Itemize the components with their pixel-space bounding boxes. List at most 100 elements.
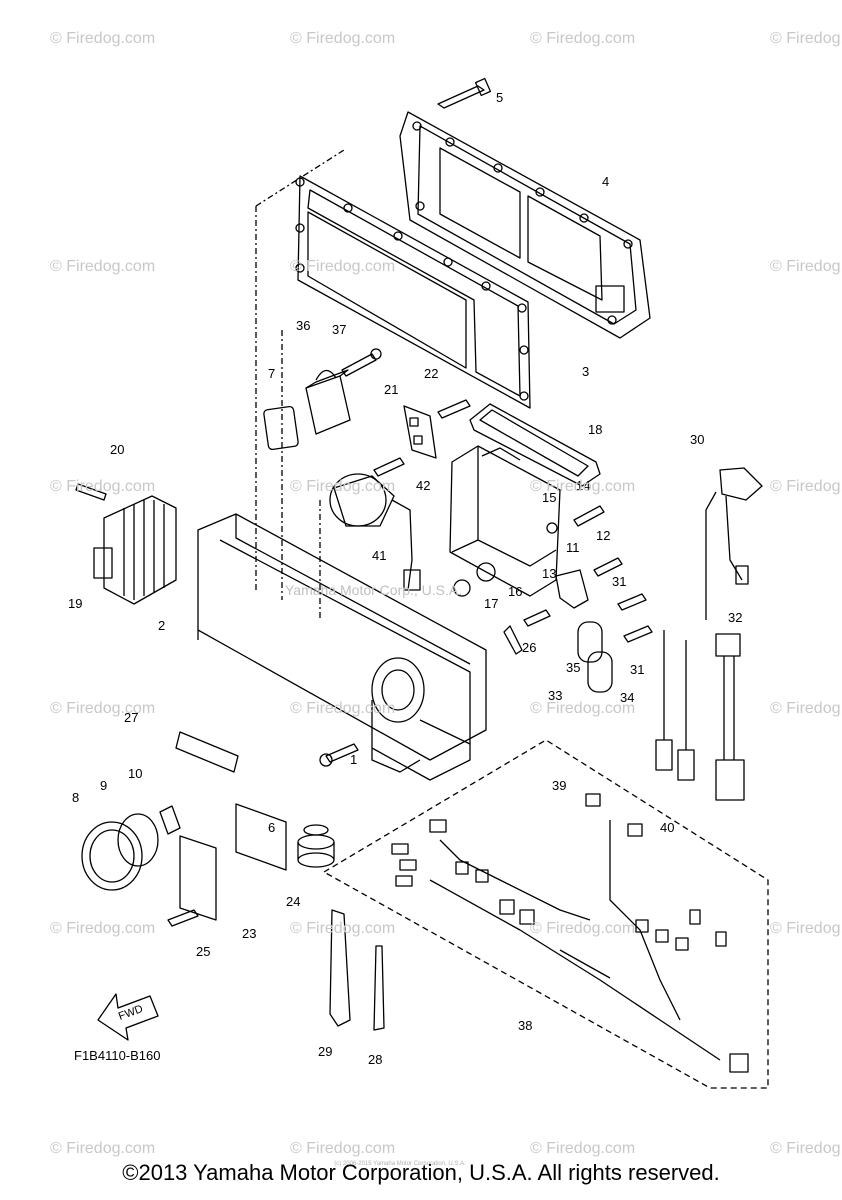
- copyright-text: ©2013 Yamaha Motor Corporation, U.S.A. A…: [122, 1160, 720, 1185]
- callout-28: 28: [368, 1052, 382, 1067]
- watermark-text: © Firedog.com: [50, 1140, 156, 1157]
- watermark-text: © Firedog.com: [50, 258, 156, 275]
- part-27-label: [175, 731, 239, 773]
- callout-12: 12: [596, 528, 610, 543]
- part-6-grommet: [297, 824, 335, 868]
- fine-print: (c) 2006-2015 Yamaha Motor Corporation, …: [334, 1161, 466, 1167]
- part-29-tie: [329, 909, 351, 1027]
- watermark-text: © Firedog.com: [770, 30, 842, 47]
- callout-1: 1: [350, 752, 357, 767]
- part-23-plate: [179, 835, 217, 921]
- callout-11: 11: [566, 540, 580, 555]
- watermark-text: © Firedog.com: [50, 30, 156, 47]
- callout-22: 22: [424, 366, 438, 381]
- part-39-harness: [391, 819, 749, 1073]
- part-37-relay: [305, 369, 351, 435]
- callout-20: 20: [110, 442, 124, 457]
- callout-9: 9: [100, 778, 107, 793]
- watermark-text: © Firedog.com: [290, 920, 396, 937]
- callout-42: 42: [416, 478, 430, 493]
- watermark-text: © Firedog.com: [770, 700, 842, 717]
- watermark-text: © Firedog.com: [290, 700, 396, 717]
- callout-14: 14: [576, 478, 590, 493]
- part-13-cdi-unit: [449, 445, 561, 597]
- callout-36: 36: [296, 318, 310, 333]
- part-3-gasket: [295, 175, 531, 409]
- callout-31: 31: [612, 574, 626, 589]
- watermark-text: © Firedog.com: [290, 30, 396, 47]
- part-40-clip: [585, 793, 601, 807]
- callout-21: 21: [384, 382, 398, 397]
- callout-26: 26: [522, 640, 536, 655]
- callout-38: 38: [518, 1018, 532, 1033]
- watermark-text: © Firedog.com: [770, 1140, 842, 1157]
- watermark-text: © Firedog.com: [530, 1140, 636, 1157]
- part-10-clip: [159, 805, 181, 835]
- part-19-rectifier: [93, 495, 177, 605]
- callout-4: 4: [602, 174, 609, 189]
- part-4-cover: [399, 111, 651, 339]
- callout-25: 25: [196, 944, 210, 959]
- callout-19: 19: [68, 596, 82, 611]
- part-8-cap: [81, 821, 143, 891]
- callout-41: 41: [372, 548, 386, 563]
- part-9-seal: [117, 813, 159, 867]
- callout-group: 1234567891011121314151617181920212223242…: [68, 90, 742, 1067]
- part-30-plug-cap: [705, 467, 763, 620]
- callout-23: 23: [242, 926, 256, 941]
- part-38-screw: [341, 348, 382, 377]
- callout-40: 40: [660, 820, 674, 835]
- callout-33: 33: [548, 688, 562, 703]
- callout-39: 39: [552, 778, 566, 793]
- callout-34: 34: [620, 690, 634, 705]
- callout-6: 6: [268, 820, 275, 835]
- watermark-text: © Firedog.com: [50, 920, 156, 937]
- watermark-text: © Firedog.com: [770, 920, 842, 937]
- part-34-cap: [587, 651, 613, 693]
- part-15-washer: [546, 522, 558, 534]
- part-20-screw: [75, 483, 107, 501]
- diagram-code: F1B4110-B160: [74, 1048, 161, 1063]
- callout-2: 2: [158, 618, 165, 633]
- part-35-lead: [655, 630, 695, 781]
- part-25-screw: [167, 909, 199, 927]
- fwd-arrow-icon: [97, 993, 159, 1041]
- callout-17: 17: [484, 596, 498, 611]
- part-31-bolt: [617, 593, 647, 611]
- callout-29: 29: [318, 1044, 332, 1059]
- watermark-text: © Firedog.com: [530, 700, 636, 717]
- callout-16: 16: [508, 584, 522, 599]
- part-18-band: [469, 403, 601, 487]
- part-14-screw: [573, 505, 605, 527]
- part-28-tie: [373, 945, 385, 1031]
- callout-30: 30: [690, 432, 704, 447]
- watermark-text: © Firedog.com: [50, 700, 156, 717]
- callout-10: 10: [128, 766, 142, 781]
- part-43-screw: [373, 457, 405, 477]
- part-12-screw: [593, 557, 623, 577]
- watermark-text: © Firedog.com: [530, 30, 636, 47]
- watermark-text: © Firedog.com: [290, 1140, 396, 1157]
- part-22-screw: [437, 399, 471, 419]
- part-1-screw: [319, 743, 359, 767]
- fwd-label: FWD: [117, 1003, 145, 1023]
- callout-24: 24: [286, 894, 300, 909]
- callout-8: 8: [72, 790, 79, 805]
- callout-13: 13: [542, 566, 556, 581]
- part-36-cap: [577, 621, 603, 663]
- callout-5: 5: [496, 90, 503, 105]
- callout-18: 18: [588, 422, 602, 437]
- watermark-text: © Firedog.com: [290, 478, 396, 495]
- callout-31: 31: [630, 662, 644, 677]
- callout-7: 7: [268, 366, 275, 381]
- part-21-bracket: [403, 405, 437, 459]
- callout-35: 35: [566, 660, 580, 675]
- part-5-screw: [437, 77, 492, 109]
- watermark-text: © Firedog.com: [770, 478, 842, 495]
- watermark-text: © Firedog.com: [530, 478, 636, 495]
- watermark-text: © Firedog.com: [770, 258, 842, 275]
- middle-watermark: Yamaha Motor Corp., U.S.A.: [285, 582, 463, 598]
- callout-37: 37: [332, 322, 346, 337]
- part-7-pad: [263, 405, 299, 451]
